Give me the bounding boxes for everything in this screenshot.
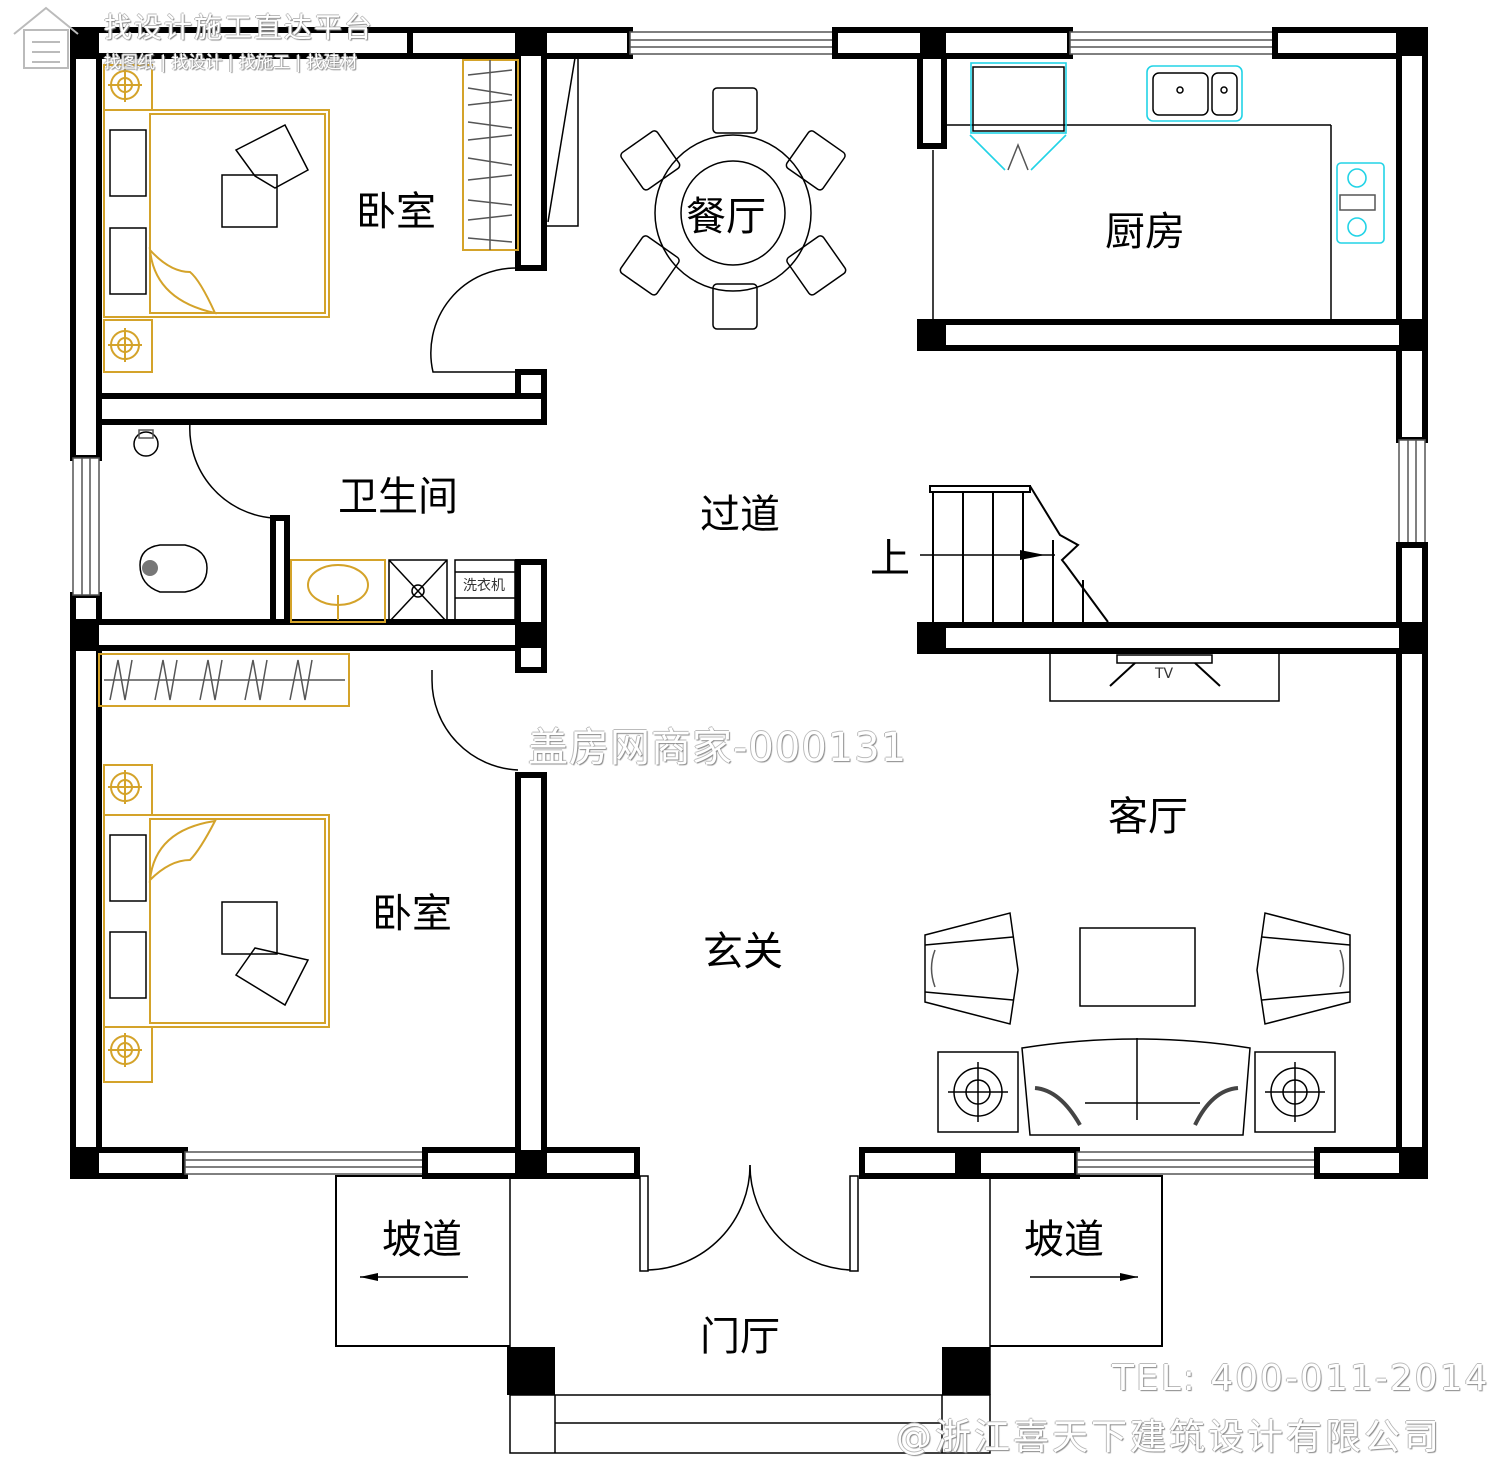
window-left-bathroom <box>72 457 100 596</box>
side-table-right <box>1254 1051 1336 1133</box>
ramp-right <box>990 1175 1163 1347</box>
room-label-living: 客厅 <box>1108 794 1188 840</box>
window-top-kitchen <box>1069 31 1276 55</box>
watermark-company: @浙江喜天下建筑设计有限公司 <box>896 1417 1443 1458</box>
watermark-merchant-id: 盖房网商家-000131 <box>528 725 908 771</box>
sliding-door-dining <box>545 55 579 227</box>
dining-table-set <box>619 87 847 330</box>
sofa <box>1021 1038 1251 1136</box>
window-bottom-living <box>1076 1151 1318 1175</box>
room-label-entrance-hall: 门厅 <box>700 1314 780 1360</box>
tv-label: TV <box>1154 666 1174 682</box>
bathroom-fixtures: 洗衣机 <box>133 421 516 623</box>
armchair-right <box>1256 912 1351 1025</box>
room-label-ramp-left: 坡道 <box>382 1217 462 1263</box>
coffee-table <box>1079 927 1196 1007</box>
washing-machine: 洗衣机 <box>454 559 516 623</box>
nightstand-lamp-top-1 <box>103 64 153 111</box>
shower-head <box>133 429 159 457</box>
entrance-double-door <box>639 1164 859 1272</box>
kitchen-fixtures <box>932 62 1385 322</box>
bed-bottom <box>103 814 330 1028</box>
tv-cabinet: TV <box>1049 650 1280 702</box>
bed-top <box>103 109 330 318</box>
window-top-dining <box>629 31 836 55</box>
shower-tray <box>388 559 448 623</box>
toilet <box>139 544 208 593</box>
room-label-dining: 餐厅 <box>686 194 766 240</box>
washbasin <box>290 559 386 623</box>
door-bedroom-top <box>430 267 519 373</box>
wardrobe-bottom <box>98 653 350 707</box>
washing-machine-label: 洗衣机 <box>463 578 505 594</box>
nightstand-lamp-bottom-1 <box>103 764 153 816</box>
room-label-bathroom: 卫生间 <box>338 474 458 520</box>
room-label-kitchen: 厨房 <box>1105 209 1185 255</box>
porch <box>509 1176 991 1454</box>
room-label-bedroom-top: 卧室 <box>356 189 436 235</box>
side-table-left <box>937 1051 1019 1133</box>
wardrobe-top <box>462 59 519 251</box>
door-bedroom-bottom <box>431 670 519 771</box>
nightstand-lamp-bottom-2 <box>103 1026 153 1083</box>
interior-walls <box>70 27 1428 1178</box>
ramp-left <box>335 1175 510 1347</box>
room-label-corridor: 过道 <box>700 492 780 538</box>
structural-columns <box>73 30 1425 1395</box>
staircase <box>920 485 1109 625</box>
watermark-platform-title: 找设计施工直达平台 <box>104 11 375 44</box>
armchair-left <box>924 912 1019 1025</box>
sink <box>1146 65 1243 122</box>
stair-up-label: 上 <box>870 536 910 582</box>
house-logo-icon <box>13 6 79 69</box>
stove <box>1336 162 1385 244</box>
living-furniture <box>924 912 1351 1136</box>
room-label-foyer: 玄关 <box>703 929 783 975</box>
fridge <box>969 62 1067 171</box>
nightstand-lamp-top-2 <box>103 319 153 373</box>
watermark-platform-subtitle: 找图纸 | 找设计 | 找施工 | 找建材 <box>104 53 358 73</box>
window-bottom-bedroom <box>184 1151 426 1175</box>
room-label-bedroom-bottom: 卧室 <box>372 891 452 937</box>
watermark-phone: TEL: 400-011-2014 <box>1112 1358 1490 1399</box>
exterior-walls <box>70 27 1428 1179</box>
window-right <box>1398 439 1426 546</box>
room-label-ramp-right: 坡道 <box>1024 1217 1104 1263</box>
